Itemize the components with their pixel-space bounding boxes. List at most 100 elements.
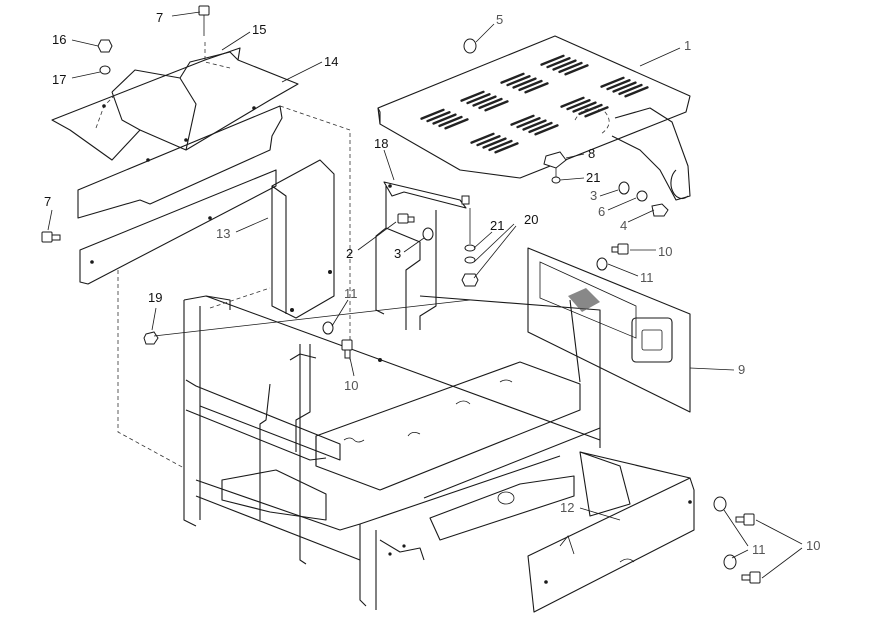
- washer-3-a: [618, 181, 630, 195]
- callout-12: 12: [560, 500, 574, 515]
- nut-19: [143, 331, 159, 345]
- vent-slot: [522, 119, 547, 131]
- bracket-18: [375, 181, 470, 330]
- callout-5: 5: [496, 12, 503, 27]
- callout-labels: 1 5 7 16 17 15 14 7 13 18 8 21 3 6 4 2 3…: [44, 10, 820, 557]
- vent-slot: [444, 118, 469, 130]
- left-top-panel: [51, 42, 299, 162]
- vent-slot: [524, 82, 549, 94]
- callout-15: 15: [252, 22, 266, 37]
- vent-slot: [460, 90, 485, 102]
- washer-21-a: [551, 176, 561, 184]
- vent-slot: [426, 111, 451, 123]
- callout-8: 8: [588, 146, 595, 161]
- callout-17: 17: [52, 72, 66, 87]
- bolt-10-c: [743, 513, 755, 526]
- vent-slot: [472, 95, 497, 107]
- vent-slot: [484, 100, 509, 112]
- vent-slot: [618, 83, 643, 96]
- washer-21-b: [464, 244, 476, 252]
- nut-16: [97, 39, 113, 53]
- vent-slot: [540, 54, 565, 66]
- bolt-10-b: [617, 243, 629, 255]
- vent-slot: [510, 114, 535, 126]
- callout-18: 18: [374, 136, 388, 151]
- vent-slot: [432, 113, 457, 125]
- callout-10-right: 10: [658, 244, 672, 259]
- washer-11-a: [322, 321, 334, 335]
- vent-slot: [512, 77, 537, 89]
- vent-slot: [528, 121, 553, 134]
- vent-slot: [624, 86, 649, 98]
- center-plate-13: [271, 159, 335, 319]
- vent-slot: [546, 57, 571, 69]
- callout-20: 20: [524, 212, 538, 227]
- callout-16: 16: [52, 32, 66, 47]
- callout-11-right: 11: [640, 270, 654, 285]
- vent-slot: [506, 75, 531, 87]
- washer-11-c: [713, 496, 727, 512]
- vent-slot: [572, 101, 597, 113]
- hardware-parts: [41, 5, 761, 584]
- nut-20: [461, 273, 479, 287]
- vent-slot: [466, 93, 491, 105]
- vent-slot: [612, 81, 637, 93]
- leader-lines: [47, 11, 803, 579]
- vent-slot: [578, 103, 603, 116]
- vent-slot: [494, 142, 519, 154]
- callout-11-center: 11: [344, 286, 358, 301]
- callout-14: 14: [324, 54, 338, 69]
- washer-11-d: [723, 554, 737, 570]
- vent-slot: [500, 72, 525, 84]
- vent-slot: [600, 76, 625, 88]
- vent-slot: [516, 117, 541, 129]
- callout-3-center: 3: [394, 246, 401, 261]
- vent-slots: [420, 54, 649, 154]
- nut-4: [651, 203, 669, 217]
- bolt-7-left: [41, 231, 53, 243]
- rear-panel-14: [77, 105, 283, 285]
- callout-10-center: 10: [344, 378, 358, 393]
- vent-slot: [564, 64, 589, 76]
- top-cover-part: [377, 35, 691, 201]
- washer-20: [464, 256, 476, 264]
- lower-tray-12: [527, 451, 695, 613]
- knob-8: [543, 151, 567, 169]
- callout-11-lower: 11: [752, 542, 766, 557]
- callout-13: 13: [216, 226, 230, 241]
- washer-3-b: [422, 227, 434, 241]
- vent-slot: [518, 79, 543, 92]
- washer-5: [463, 38, 477, 54]
- vent-slot: [558, 61, 583, 74]
- washer-17: [99, 65, 111, 75]
- bolt-7-top: [198, 5, 210, 16]
- vent-slot: [470, 132, 495, 144]
- callout-9: 9: [738, 362, 745, 377]
- vent-slot: [552, 59, 577, 71]
- vent-slot: [420, 108, 445, 120]
- vent-slot: [476, 135, 501, 147]
- vent-slot: [560, 96, 585, 108]
- washer-11-b: [596, 257, 608, 271]
- bolt-10-d: [749, 571, 761, 584]
- side-grille-panel-9: [527, 247, 691, 413]
- callout-21-top: 21: [586, 170, 600, 185]
- callout-7-left: 7: [44, 194, 51, 209]
- vent-slot: [478, 97, 503, 110]
- vent-slot: [584, 106, 609, 118]
- vent-slot: [566, 99, 591, 111]
- callout-6: 6: [598, 204, 605, 219]
- vent-slot: [606, 79, 631, 91]
- bolt-2: [397, 213, 409, 224]
- callout-7-top: 7: [156, 10, 163, 25]
- main-frame: [117, 105, 601, 610]
- callout-10-lower: 10: [806, 538, 820, 553]
- bolt-10-a: [341, 339, 353, 351]
- callout-21-mid: 21: [490, 218, 504, 233]
- callout-4: 4: [620, 218, 627, 233]
- callout-19: 19: [148, 290, 162, 305]
- vent-slot: [488, 139, 513, 152]
- callout-2: 2: [346, 246, 353, 261]
- callout-3-right: 3: [590, 188, 597, 203]
